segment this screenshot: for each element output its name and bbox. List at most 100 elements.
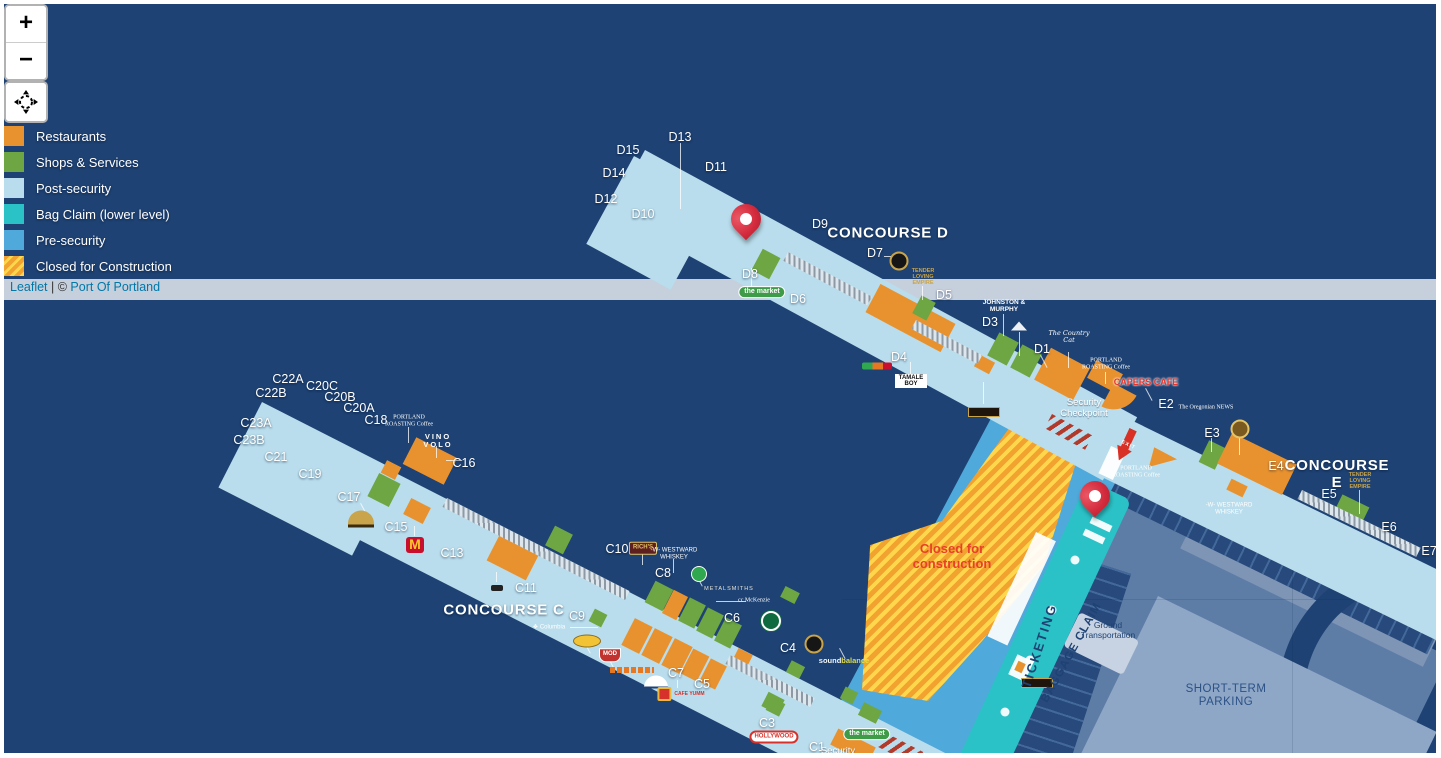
oregonian-news-logo: The Oregonian NEWS [1178, 404, 1234, 411]
security-checkpoint-label: Security Checkpoint [1060, 397, 1108, 419]
legend-item-post-security: Post-security [4, 175, 1436, 201]
leader-line [922, 286, 923, 300]
leaflet-link[interactable]: Leaflet [10, 280, 48, 294]
leader-line [1105, 372, 1106, 384]
attribution-separator: | [47, 280, 58, 294]
legend-item-bag-claim: Bag Claim (lower level) [4, 201, 1436, 227]
gate-label-C16: C16 [452, 456, 476, 470]
shop-logo [804, 634, 824, 654]
zoom-out-button[interactable]: − [6, 43, 46, 79]
pre-security-swatch [4, 230, 24, 250]
hollywood-logo: HOLLYWOOD [749, 730, 799, 744]
leader-line [496, 572, 497, 582]
legend-label: Post-security [36, 180, 112, 196]
country-cat-logo: The Country Cat [1048, 328, 1090, 344]
gate-label-D10: D10 [631, 207, 655, 221]
gate-label-D15: D15 [616, 143, 640, 157]
leader-line [1068, 352, 1069, 368]
gate-label-C20B: C20B [324, 390, 356, 404]
zoom-in-button[interactable]: + [6, 6, 46, 43]
bag-carousel [1000, 707, 1010, 717]
short-term-parking-label: SHORT-TERM PARKING [1185, 682, 1267, 708]
tile-grid-line [842, 599, 1436, 600]
leader-line [1211, 438, 1212, 452]
gate-label-C4: C4 [780, 641, 796, 655]
portland-roasting-logo: PORTLAND ROASTING Coffee [1111, 465, 1161, 478]
coffee-shop-logo [889, 251, 909, 271]
gate-label-C5: C5 [694, 677, 710, 691]
bag-carousel [1025, 655, 1035, 665]
gate-label-C3: C3 [759, 716, 775, 730]
gate-label-D9: D9 [812, 217, 828, 231]
gate-label-C22A: C22A [272, 372, 304, 386]
leader-line [673, 559, 674, 573]
gate-label-C20A: C20A [343, 401, 375, 415]
gate-label-E7: E7 [1421, 544, 1436, 558]
leader-line [1239, 437, 1240, 455]
leader-line [680, 143, 681, 209]
gate-label-D4: D4 [891, 350, 907, 364]
post-security-swatch [4, 178, 24, 198]
metalsmiths-logo: METALSMITHS [704, 585, 754, 592]
construction-swatch [4, 256, 24, 276]
leader-line [1019, 332, 1020, 356]
leader-line [414, 526, 415, 536]
gate-label-D6: D6 [790, 292, 806, 306]
restaurant-logo [610, 667, 654, 673]
port-of-portland-link[interactable]: Port Of Portland [70, 280, 161, 294]
columbia-logo: ❖ Columbia [532, 624, 566, 631]
gate-label-E3: E3 [1204, 426, 1220, 440]
restaurant-logo [644, 675, 668, 689]
bag-carousel [1047, 605, 1057, 615]
gate-label-E6: E6 [1381, 520, 1397, 534]
tender-loving-empire-logo: TENDER LOVING EMPIRE [1348, 471, 1372, 491]
gate-label-D14: D14 [602, 166, 626, 180]
security-checkpoint-label: Security [820, 745, 856, 753]
legend-label: Shops & Services [36, 154, 139, 170]
attribution-copyright: © [57, 280, 71, 294]
gate-label-E5: E5 [1321, 487, 1337, 501]
legend-label: Closed for Construction [36, 258, 172, 274]
shop-logo [348, 510, 374, 528]
shop-logo [1011, 321, 1027, 331]
leader-line [983, 382, 984, 404]
closed-for-construction-label: Closed for construction [912, 541, 992, 571]
gate-label-D1: D1 [1034, 342, 1050, 356]
legend-label: Restaurants [36, 128, 107, 144]
restaurant-logo [968, 407, 1000, 417]
soundbalance-logo: soundbalance [818, 655, 870, 665]
legend-item-shops: Shops & Services [4, 149, 1436, 175]
gate-label-C19: C19 [298, 467, 322, 481]
restaurant-logo [491, 585, 503, 591]
gate-label-D5: D5 [936, 288, 952, 302]
gate-label-C7: C7 [668, 666, 684, 680]
gate-label-C9: C9 [569, 609, 585, 623]
mcdonalds-logo: M [406, 537, 424, 553]
gate-label-C15: C15 [384, 520, 408, 534]
vino-volo-logo: VINO VOLO [423, 431, 453, 449]
the-market-logo: the market [738, 286, 786, 298]
concourse-c-label: CONCOURSE C [443, 601, 565, 619]
restaurant-logo [1230, 419, 1250, 439]
westward-whiskey-logo: -W- WESTWARD WHISKEY [1205, 502, 1253, 515]
gate-label-D12: D12 [594, 192, 618, 206]
johnston-murphy-logo: JOHNSTON & MURPHY [982, 298, 1026, 313]
cc-mckenzie-logo: cc McKenzie [738, 597, 770, 604]
gate-label-C20C: C20C [306, 379, 338, 393]
restaurants-swatch [4, 126, 24, 146]
gate-label-C11: C11 [514, 581, 538, 595]
concourse-e-label: CONCOURSE E [1284, 456, 1390, 491]
map-legend: Restaurants Shops & Services Post-securi… [4, 123, 1436, 279]
legend-item-construction: Closed for Construction [4, 253, 1436, 279]
leader-line [570, 627, 598, 628]
bag-carousel [1070, 555, 1080, 565]
pan-crosshair-icon[interactable] [6, 83, 46, 121]
gate-label-C1: C1 [809, 740, 825, 753]
starbucks-logo [761, 611, 781, 631]
leader-line [910, 362, 911, 374]
gate-label-D11: D11 [704, 160, 728, 174]
the-market-logo: the market [843, 728, 891, 740]
